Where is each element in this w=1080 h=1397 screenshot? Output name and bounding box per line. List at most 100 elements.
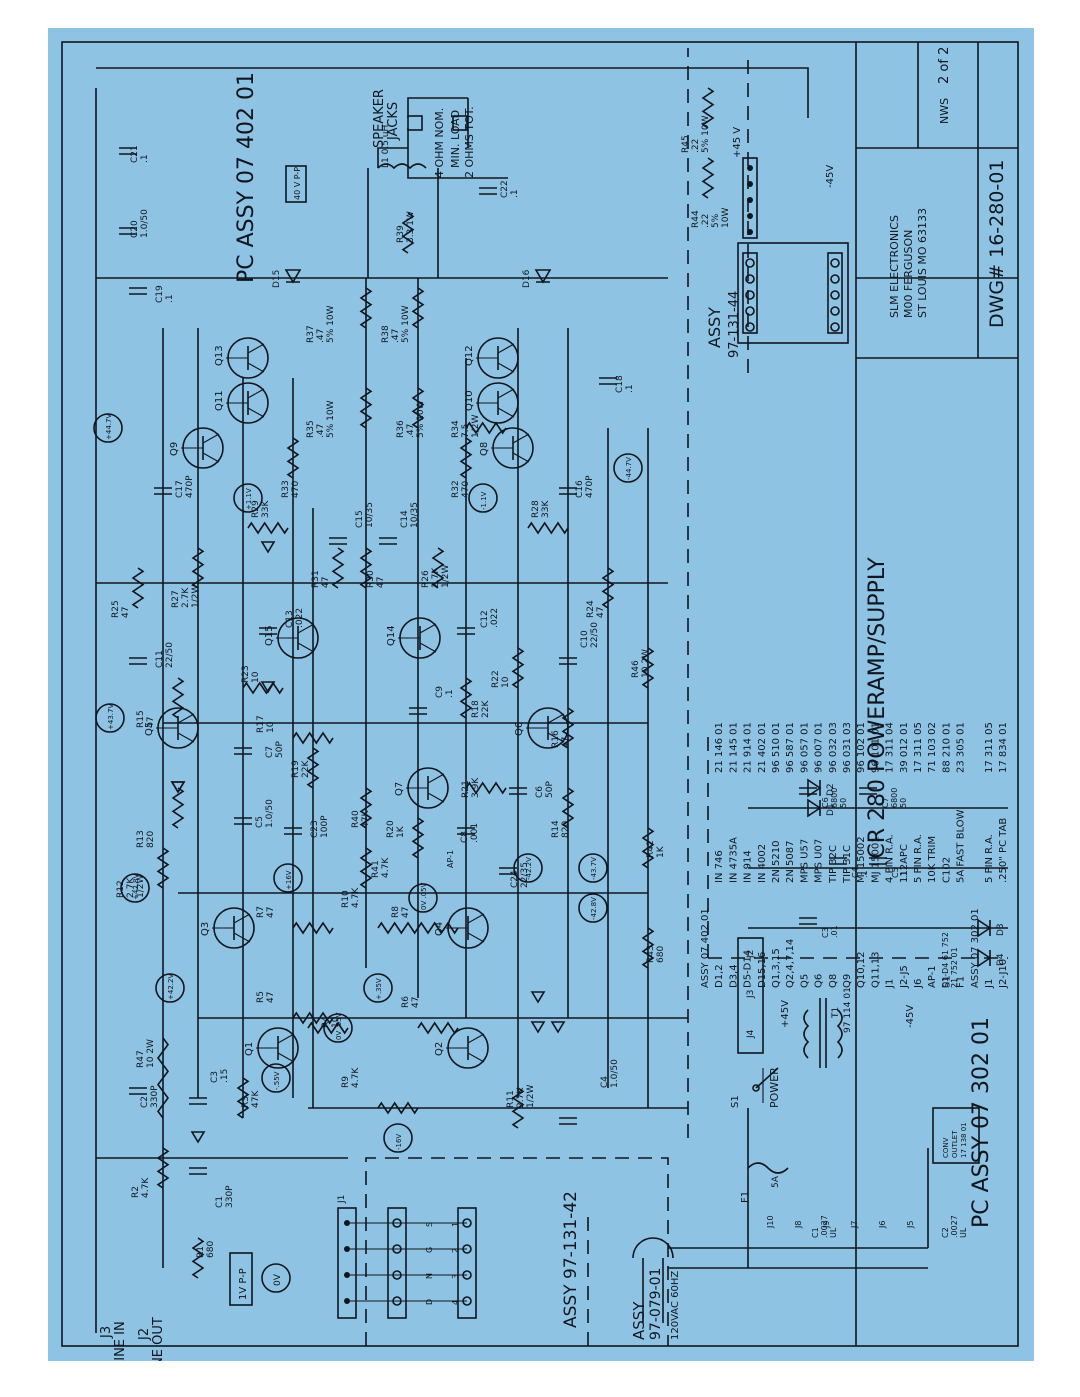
parts-ref: Q9 [842,974,853,988]
input-board-boundary [365,1157,669,1346]
top-rail [96,67,809,118]
parts-number: 71 103 02 [927,722,938,773]
parts-ref: D5-D14 [743,950,754,988]
resistor-r38 [411,287,425,329]
mains-jack-j7: J7 [850,1221,859,1229]
label-c2b: C2.0027UL [941,1215,968,1238]
speaker-jack-j4 [407,115,423,131]
label-c3: C3.15 [210,1069,230,1083]
resistor-r17 [292,731,334,745]
out-meter-label: 40 V P-P [293,167,302,200]
label-r26: R262.7K1/2W [421,565,451,588]
supply-diode-d3 [977,918,992,938]
voltage-value: +.35V [375,978,383,1000]
supply-traces [748,807,1008,929]
label-r27: R272.7K1/2W [171,585,201,608]
outlet-label: CONVOUTLET17 138 01 [942,1122,968,1158]
voltage-probe [613,453,643,483]
supply-plus45: +45V [780,1000,791,1028]
plus45-connector: +45 V [732,127,743,158]
label-c1b: C1.0027UL [811,1215,838,1238]
voltage-value: -44.7V [625,457,633,480]
mains-plug [632,1237,674,1259]
parts-ref: Q10,12 [856,952,867,989]
voltage-value: +42.8V [132,874,140,900]
parts-ref: ASSY 07 302 01 [970,908,981,988]
voltage-probe [233,483,263,513]
diode-small [260,541,276,554]
resistor-r22 [511,647,525,689]
label-r36: R36.475% 10W [396,400,426,438]
j1-pin-label: D [425,1299,434,1305]
parts-ref: AP-1 [927,965,938,988]
supply-jack-j3: J3 [746,990,756,999]
pc-assy-amp-label: PC ASSY 07 402 01 [234,72,259,283]
diode-d16 [534,269,552,284]
resistor-r43 [641,927,655,969]
resistor-r11 [511,1087,525,1129]
resistor-r12 [156,847,170,889]
diode-small [260,681,276,694]
supply-jack-j4: J4 [746,1029,756,1039]
parts-type: C102 [941,857,952,883]
label-c21: C21.1 [130,145,150,163]
voltage-value: +42.2V [167,974,175,1000]
resistor-r28 [527,521,569,535]
parts-type: TIP 32C [828,845,839,884]
j8-pin [747,181,753,187]
resistor-r5 [292,1011,334,1025]
label-c5: C51.0/50 [255,799,275,828]
resistor-r39 [401,212,415,254]
transistor-label-q6: Q6 [514,722,525,736]
connector-pin [745,274,755,284]
voltage-value: -42.2V [525,857,533,880]
voltage-probe [120,873,150,903]
parts-ref: J1 [885,979,896,989]
voltage-probe [578,853,608,883]
label-c7: C750P [265,741,285,758]
label-r13: R13820 [136,830,156,848]
transformer-t1 [803,1009,843,1059]
label-c10: C1022/50 [580,622,600,648]
connector-pin-b [830,306,840,316]
mains-jack-j6: J6 [878,1221,887,1229]
parts-number: 96 102 01 [856,722,867,773]
assy-input-label: ASSY 97-131-42 [561,1191,581,1328]
pc-assy-supply-label-visible: PC ASSY 07 302 01 [969,1017,994,1228]
company-line2: M00 FERGUSON [902,230,915,318]
label-r25: R2547 [111,600,131,618]
supply-diode-label: D1 [826,803,836,816]
resistor-r36 [411,387,425,429]
voltage-value: -43.7V [590,857,598,880]
label-c19: C19.1 [155,285,175,303]
label-c8: C8.001 [460,823,480,843]
f1-label: F1 [740,1191,751,1203]
parts-ref: Q1,3,15 [771,948,782,988]
parts-ref: Q2,4,7,14 [785,939,796,988]
connector-pin-b [830,258,840,268]
label-r23: R2310 [241,665,261,683]
supply-diode-label: D3 [996,923,1006,936]
resistor-r27 [191,547,205,589]
voltage-value: +1.1V [245,488,253,510]
resistor-r10 [377,921,419,935]
connector-board-97-131-44 [737,242,849,344]
parts-ref: Q6 [814,974,825,988]
diode-small [530,1021,546,1034]
label-r42: R421K [646,840,666,858]
out-meter-box [285,165,307,203]
supply-minus45: -45V [905,1005,916,1028]
resistor-r13 [171,787,185,829]
parts-ref: J1 [984,979,995,989]
parts-ref: J2-J10 [998,959,1009,989]
voltage-probe [513,853,543,883]
parts-number: 17 311 05 [984,722,995,773]
voltage-probe [273,863,303,893]
resistor-r15 [171,677,185,719]
label-d15: D15 [272,270,282,288]
switch-s1 [752,1084,760,1092]
label-c2: C2330P [140,1085,160,1108]
resistor-r19 [306,747,320,789]
parts-type: 4 PIN R.A. [885,834,896,883]
